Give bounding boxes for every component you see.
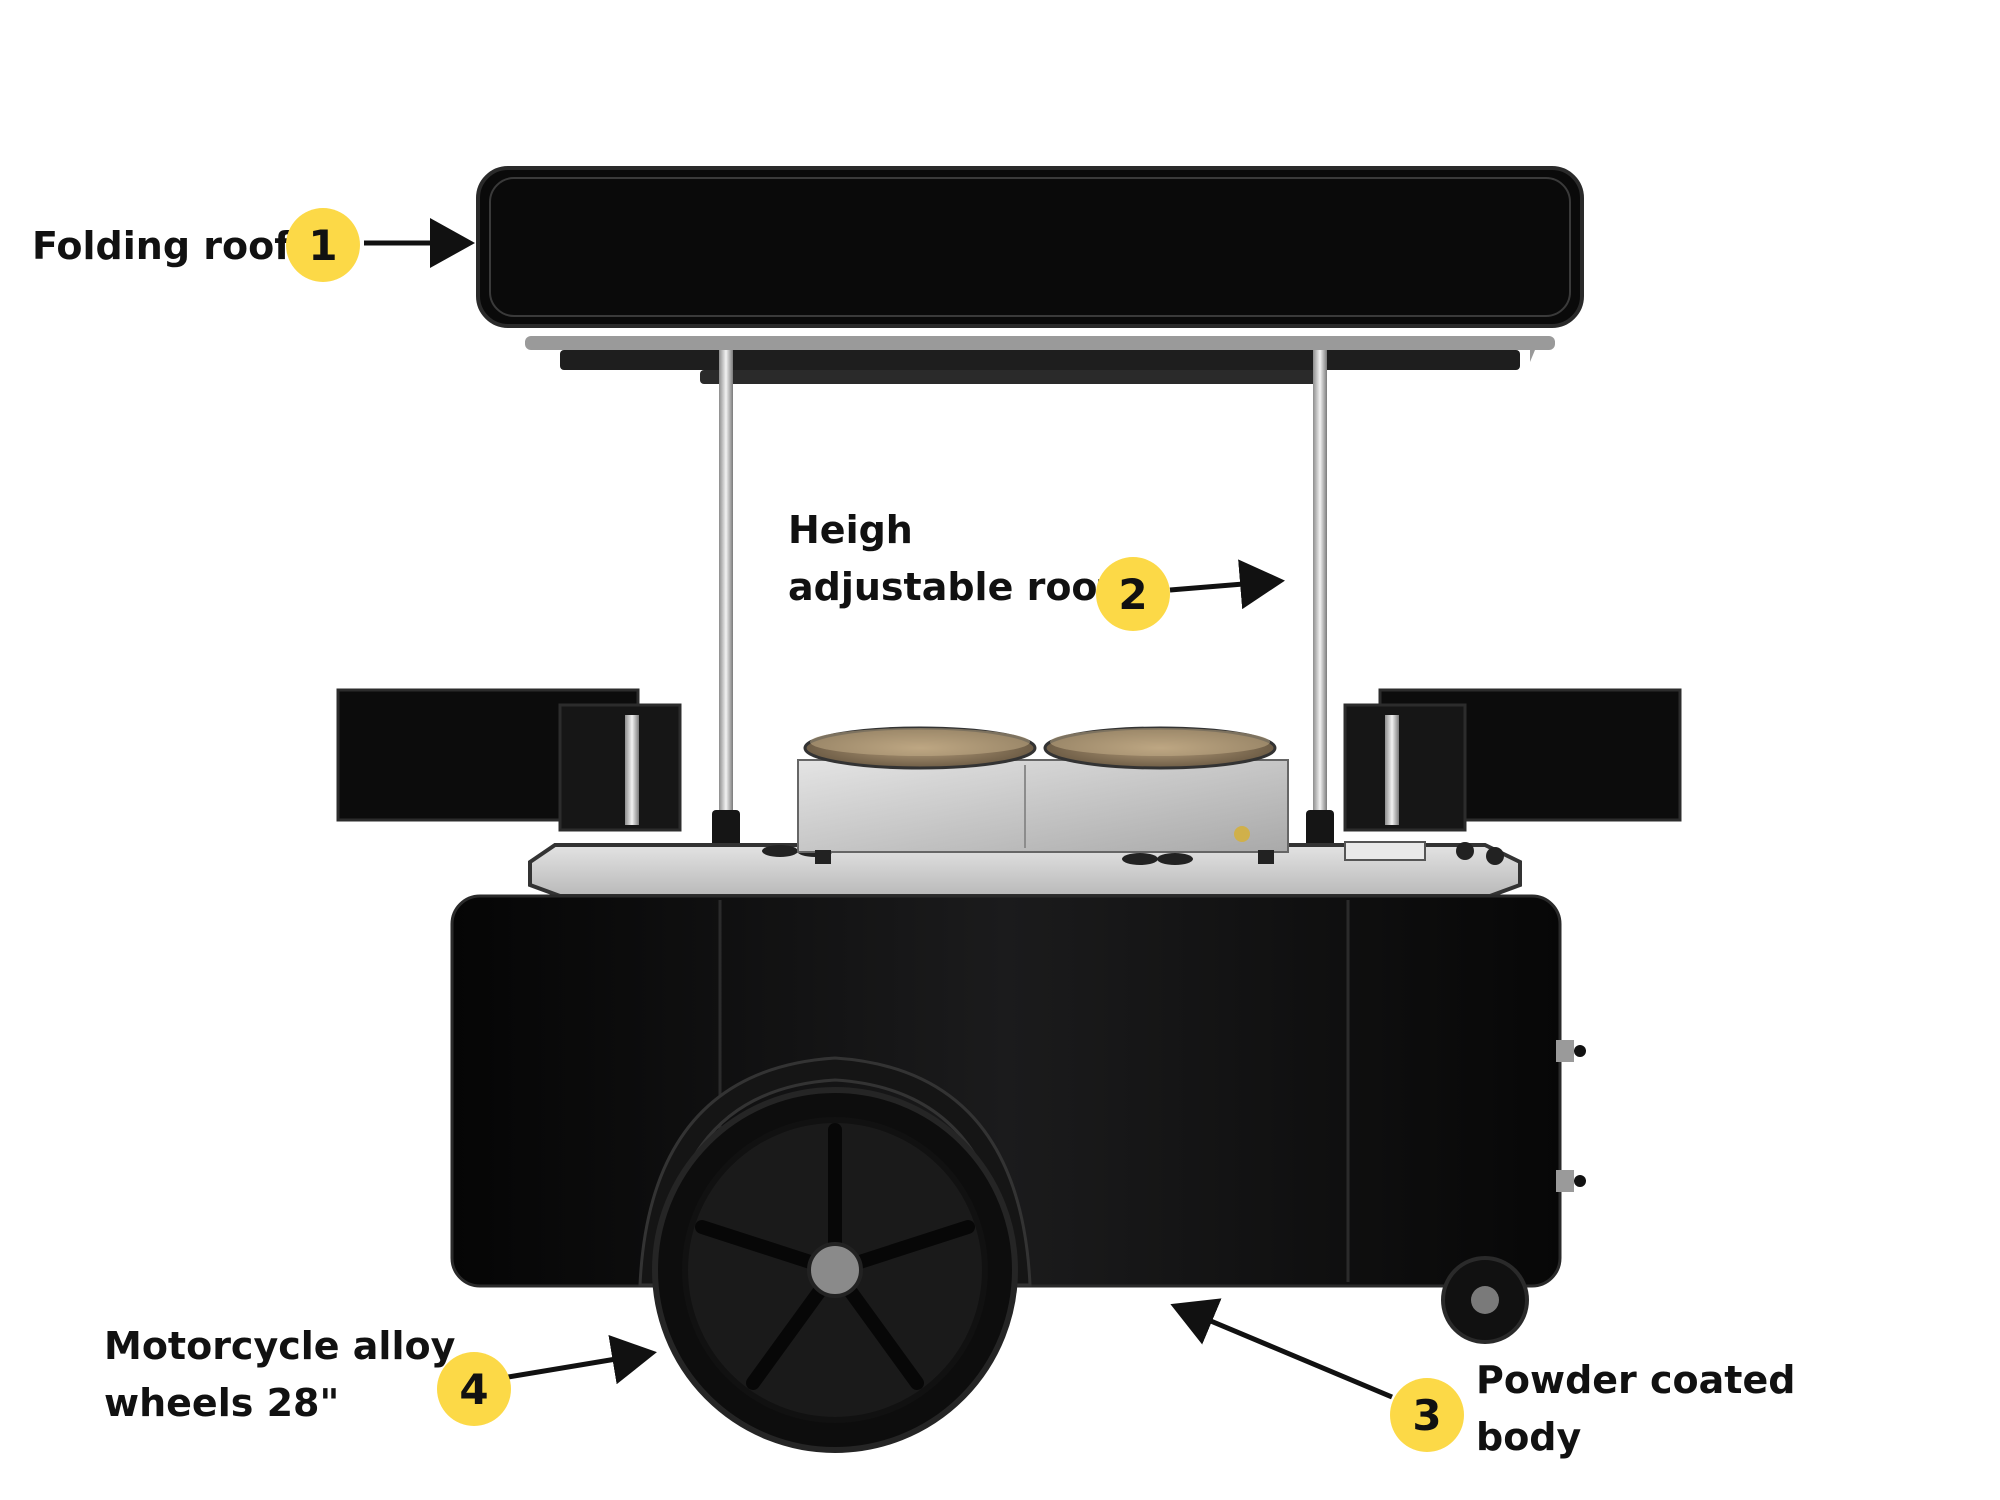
callout-2-badge: 2 bbox=[1096, 557, 1170, 631]
callout-3-label: Powder coated body bbox=[1476, 1352, 1795, 1466]
motorcycle-wheel bbox=[638, 1056, 1032, 1453]
callout-4-badge: 4 bbox=[437, 1352, 511, 1426]
arrow-4 bbox=[507, 1334, 657, 1385]
callout-1-badge: 1 bbox=[286, 208, 360, 282]
callout-4-line-2: wheels 28" bbox=[104, 1381, 340, 1425]
callout-3-line-1: Powder coated bbox=[1476, 1358, 1796, 1402]
callout-4-line-1: Motorcycle alloy bbox=[104, 1324, 456, 1368]
callout-arrows bbox=[364, 218, 1393, 1400]
callout-2-line-1: Heigh bbox=[788, 508, 913, 552]
left-side-box bbox=[336, 688, 682, 832]
callout-1-line-1: Folding roof bbox=[32, 224, 291, 268]
arrow-2 bbox=[1169, 559, 1285, 610]
callout-3-badge: 3 bbox=[1390, 1378, 1464, 1452]
callout-3-line-2: body bbox=[1476, 1415, 1582, 1459]
caster-wheel bbox=[1441, 1256, 1529, 1344]
right-side-box bbox=[1343, 688, 1682, 832]
callout-2-line-2: adjustable roof bbox=[788, 565, 1115, 609]
crepe-machine bbox=[797, 726, 1289, 864]
roof-poles bbox=[712, 350, 1334, 860]
callout-1-label: Folding roof bbox=[32, 218, 291, 275]
arrow-3 bbox=[1170, 1298, 1393, 1400]
folding-roof bbox=[476, 166, 1584, 384]
callout-4-label: Motorcycle alloy wheels 28" bbox=[104, 1318, 455, 1432]
callout-2-label: Heigh adjustable roof bbox=[788, 502, 1114, 616]
